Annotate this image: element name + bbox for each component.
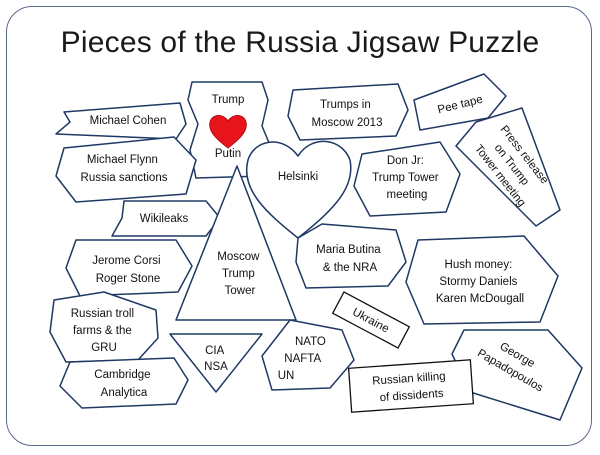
trump-label: Trump bbox=[212, 94, 245, 106]
cambridge-label: Cambridge Analytica bbox=[94, 369, 153, 399]
piece-maria-butina: Maria Butina & the NRA bbox=[295, 223, 407, 289]
piece-corsi-stone: Jerome Corsi Roger Stone bbox=[65, 239, 193, 297]
wikileaks-label: Wikileaks bbox=[140, 213, 189, 225]
nato-label: NATO NAFTA UN bbox=[278, 336, 329, 382]
heart-icon bbox=[209, 115, 247, 149]
slide-frame bbox=[6, 6, 592, 446]
piece-troll-farms: Russian troll farms & the GRU bbox=[49, 291, 159, 363]
piece-cambridge: Cambridge Analytica bbox=[59, 357, 189, 409]
piece-hush-money: Hush money: Stormy Daniels Karen McDouga… bbox=[405, 235, 559, 325]
maria-butina-label: Maria Butina & the NRA bbox=[316, 244, 384, 274]
michael-flynn-label: Michael Flynn Russia sanctions bbox=[81, 154, 168, 184]
piece-pee-tape: Pee tape bbox=[413, 73, 507, 131]
piece-michael-flynn: Michael Flynn Russia sanctions bbox=[55, 136, 197, 203]
cia-nsa-label: CIA NSA bbox=[204, 345, 228, 373]
piece-moscow-tower: Moscow Trump Tower bbox=[175, 165, 297, 321]
hush-money-label: Hush money: Stormy Daniels Karen McDouga… bbox=[436, 259, 524, 305]
piece-nato: NATO NAFTA UN bbox=[261, 319, 355, 391]
troll-farms-label: Russian troll farms & the GRU bbox=[71, 308, 137, 354]
piece-press-release: Press release on Trump Tower meeting bbox=[455, 107, 561, 227]
piece-cia-nsa: CIA NSA bbox=[169, 333, 263, 393]
piece-helsinki: Helsinki bbox=[245, 140, 352, 239]
moscow-tower-label: Moscow Trump Tower bbox=[217, 251, 262, 297]
trumps-moscow-label: Trumps in Moscow 2013 bbox=[312, 99, 383, 129]
putin-label: Putin bbox=[215, 148, 241, 160]
piece-don-jr: Don Jr: Trump Tower meeting bbox=[353, 141, 461, 217]
michael-cohen-label: Michael Cohen bbox=[90, 115, 167, 127]
piece-killing: Russian killing of dissidents bbox=[347, 359, 475, 413]
don-jr-label: Don Jr: Trump Tower meeting bbox=[372, 155, 442, 201]
killing-label: Russian killing of dissidents bbox=[372, 370, 451, 404]
piece-michael-cohen: Michael Cohen bbox=[55, 102, 187, 140]
slide-title: Pieces of the Russia Jigsaw Puzzle bbox=[60, 26, 540, 59]
helsinki-label: Helsinki bbox=[278, 171, 318, 183]
piece-papadopoulos: George Papadopoulos bbox=[451, 329, 583, 421]
corsi-stone-label: Jerome Corsi Roger Stone bbox=[92, 255, 164, 285]
piece-trumps-moscow: Trumps in Moscow 2013 bbox=[287, 83, 409, 141]
piece-wikileaks: Wikileaks bbox=[111, 200, 221, 237]
